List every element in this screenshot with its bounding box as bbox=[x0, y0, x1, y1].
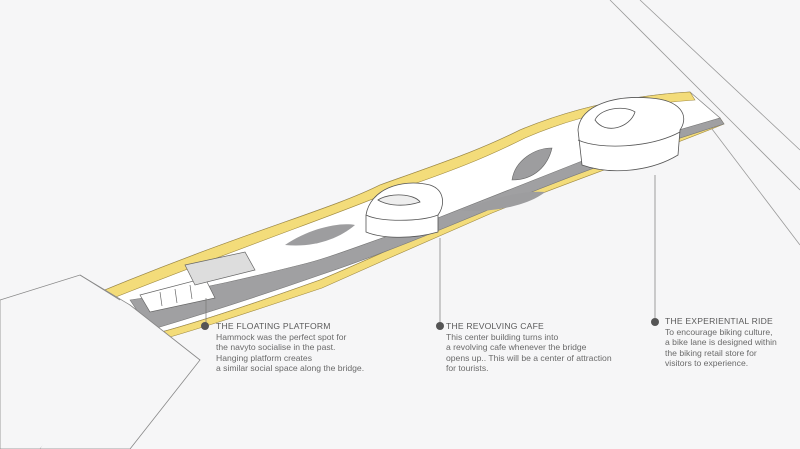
annotation-title: THE EXPERIENTIAL RIDE bbox=[665, 316, 773, 326]
annotation-title: THE REVOLVING CAFE bbox=[446, 321, 544, 331]
gray-patch bbox=[511, 147, 553, 181]
annotation-floating-platform: THE FLOATING PLATFORM Hammock was the pe… bbox=[216, 321, 364, 374]
floating-platform bbox=[139, 251, 256, 313]
foreground-building bbox=[0, 274, 201, 449]
annotation-text: Hammock was the perfect spot for bbox=[216, 331, 347, 342]
annotation-experiential-ride: THE EXPERIENTIAL RIDE To encourage bikin… bbox=[665, 316, 777, 369]
revolving-cafe bbox=[365, 182, 443, 238]
leader-lines bbox=[205, 175, 656, 324]
annotation-marker bbox=[651, 318, 659, 326]
annotation-text: This center building turns into bbox=[446, 331, 559, 342]
gray-patch bbox=[285, 224, 355, 246]
yellow-edge bbox=[99, 91, 696, 301]
annotation-text: a bike lane is designed within bbox=[665, 337, 777, 348]
annotation-text: opens up.. This will be a center of attr… bbox=[446, 352, 612, 363]
gray-patch bbox=[460, 191, 545, 211]
annotation-title: THE FLOATING PLATFORM bbox=[216, 321, 331, 331]
annotation-revolving-cafe: THE REVOLVING CAFE This center building … bbox=[446, 321, 612, 374]
annotation-text: for tourists. bbox=[446, 363, 489, 374]
annotation-text: the biking retail store for bbox=[665, 347, 757, 358]
annotation-marker bbox=[436, 322, 444, 330]
annotation-text: To encourage biking culture, bbox=[665, 326, 773, 337]
annotation-text: a similar social space along the bridge. bbox=[216, 363, 365, 374]
annotation-text: the navyto socialise in the past. bbox=[216, 342, 336, 353]
annotation-text: Hanging platform creates bbox=[216, 352, 313, 363]
bike-retail-store bbox=[577, 97, 685, 172]
annotation-text: visitors to experience. bbox=[665, 358, 749, 369]
annotation-text: a revolving cafe whenever the bridge bbox=[446, 342, 587, 353]
annotation-marker bbox=[201, 322, 209, 330]
